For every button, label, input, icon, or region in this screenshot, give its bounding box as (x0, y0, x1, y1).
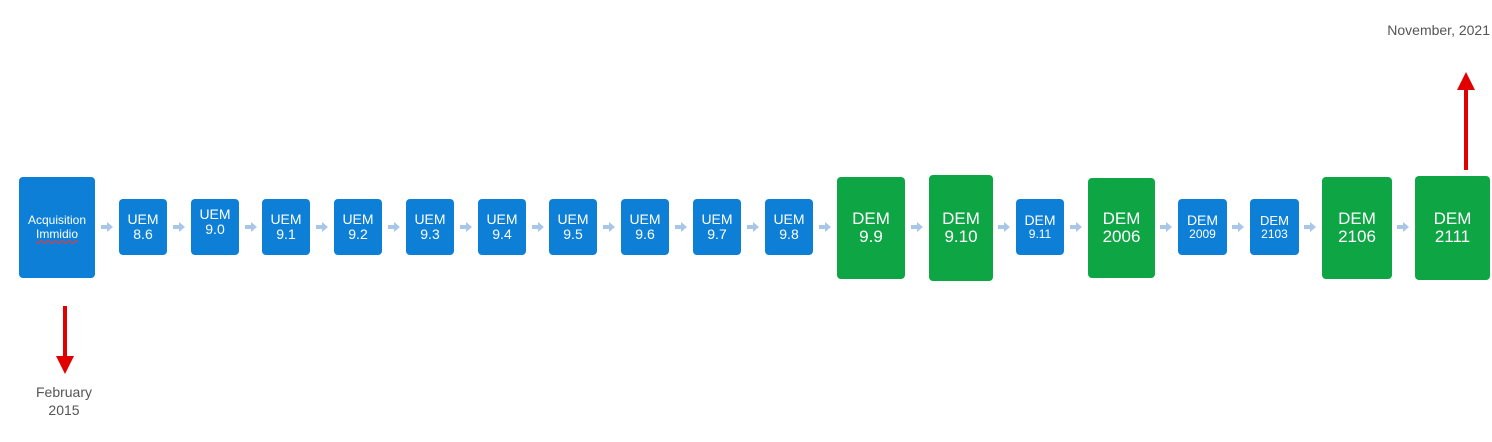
step-version: 9.1 (276, 226, 296, 242)
step-uem-9-0: UEM 9.0 (191, 199, 239, 255)
step-acquisition-line1: Acquisition (27, 212, 87, 227)
step-dem-9-10: DEM 9.10 (929, 175, 993, 281)
step-uem-9-5: UEM 9.5 (549, 199, 597, 255)
step-product: DEM (852, 209, 890, 229)
step-product: UEM (127, 211, 159, 228)
step-product: DEM (1338, 209, 1376, 229)
step-dem-2009: DEM 2009 (1178, 199, 1227, 255)
step-product: UEM (342, 211, 374, 228)
start-date-month: February (35, 384, 93, 400)
step-version: 9.0 (205, 220, 225, 237)
step-version: 9.10 (944, 227, 978, 246)
start-date-year: 2015 (48, 401, 80, 418)
step-product: DEM (1024, 212, 1056, 229)
step-dem-2111: DEM 2111 (1415, 176, 1490, 280)
step-dem-2106: DEM 2106 (1322, 177, 1392, 279)
step-uem-8-6: UEM 8.6 (119, 199, 167, 255)
step-version: 9.6 (635, 226, 655, 242)
step-product: DEM (1260, 212, 1289, 228)
step-version: 9.4 (492, 226, 512, 242)
step-product: UEM (557, 211, 589, 228)
step-version: 9.5 (563, 226, 583, 242)
step-product: UEM (629, 211, 661, 228)
step-dem-2006: DEM 2006 (1088, 178, 1155, 278)
step-product: UEM (486, 211, 518, 228)
step-version: 2103 (1261, 226, 1288, 241)
step-product: UEM (773, 211, 805, 228)
step-uem-9-6: UEM 9.6 (621, 199, 669, 255)
step-dem-9-9: DEM 9.9 (837, 177, 905, 279)
step-version: 9.11 (1028, 227, 1052, 242)
step-uem-9-8: UEM 9.8 (765, 199, 813, 255)
step-uem-9-7: UEM 9.7 (693, 199, 741, 255)
step-version: 9.8 (779, 226, 799, 242)
step-uem-9-3: UEM 9.3 (406, 199, 454, 255)
step-acquisition-immidio: Acquisition Immidio (19, 177, 95, 278)
step-version: 2106 (1338, 227, 1376, 246)
step-product: UEM (199, 206, 231, 222)
step-version: 2006 (1102, 227, 1141, 246)
step-version: 9.2 (348, 226, 368, 242)
step-version: 2009 (1189, 227, 1216, 242)
end-date-label: November, 2021 (1387, 22, 1490, 38)
step-product: UEM (270, 211, 302, 228)
step-product: DEM (1433, 209, 1472, 229)
step-dem-2103: DEM 2103 (1250, 199, 1299, 255)
step-product: DEM (1102, 209, 1141, 229)
step-version: 9.3 (420, 226, 440, 242)
step-product: UEM (414, 211, 446, 228)
step-version: 8.6 (133, 226, 153, 242)
step-acquisition-line2: Immidio (35, 226, 78, 241)
start-date-label: February 2015 (14, 384, 114, 419)
step-version: 9.9 (859, 227, 883, 246)
step-product: DEM (942, 209, 980, 229)
step-version: 9.7 (707, 226, 727, 242)
step-uem-9-4: UEM 9.4 (478, 199, 526, 255)
step-uem-9-1: UEM 9.1 (262, 199, 310, 255)
step-product: DEM (1186, 212, 1219, 229)
step-uem-9-2: UEM 9.2 (334, 199, 382, 255)
step-product: UEM (701, 211, 733, 228)
step-version: 2111 (1434, 227, 1471, 246)
step-dem-9-11: DEM 9.11 (1016, 199, 1064, 255)
